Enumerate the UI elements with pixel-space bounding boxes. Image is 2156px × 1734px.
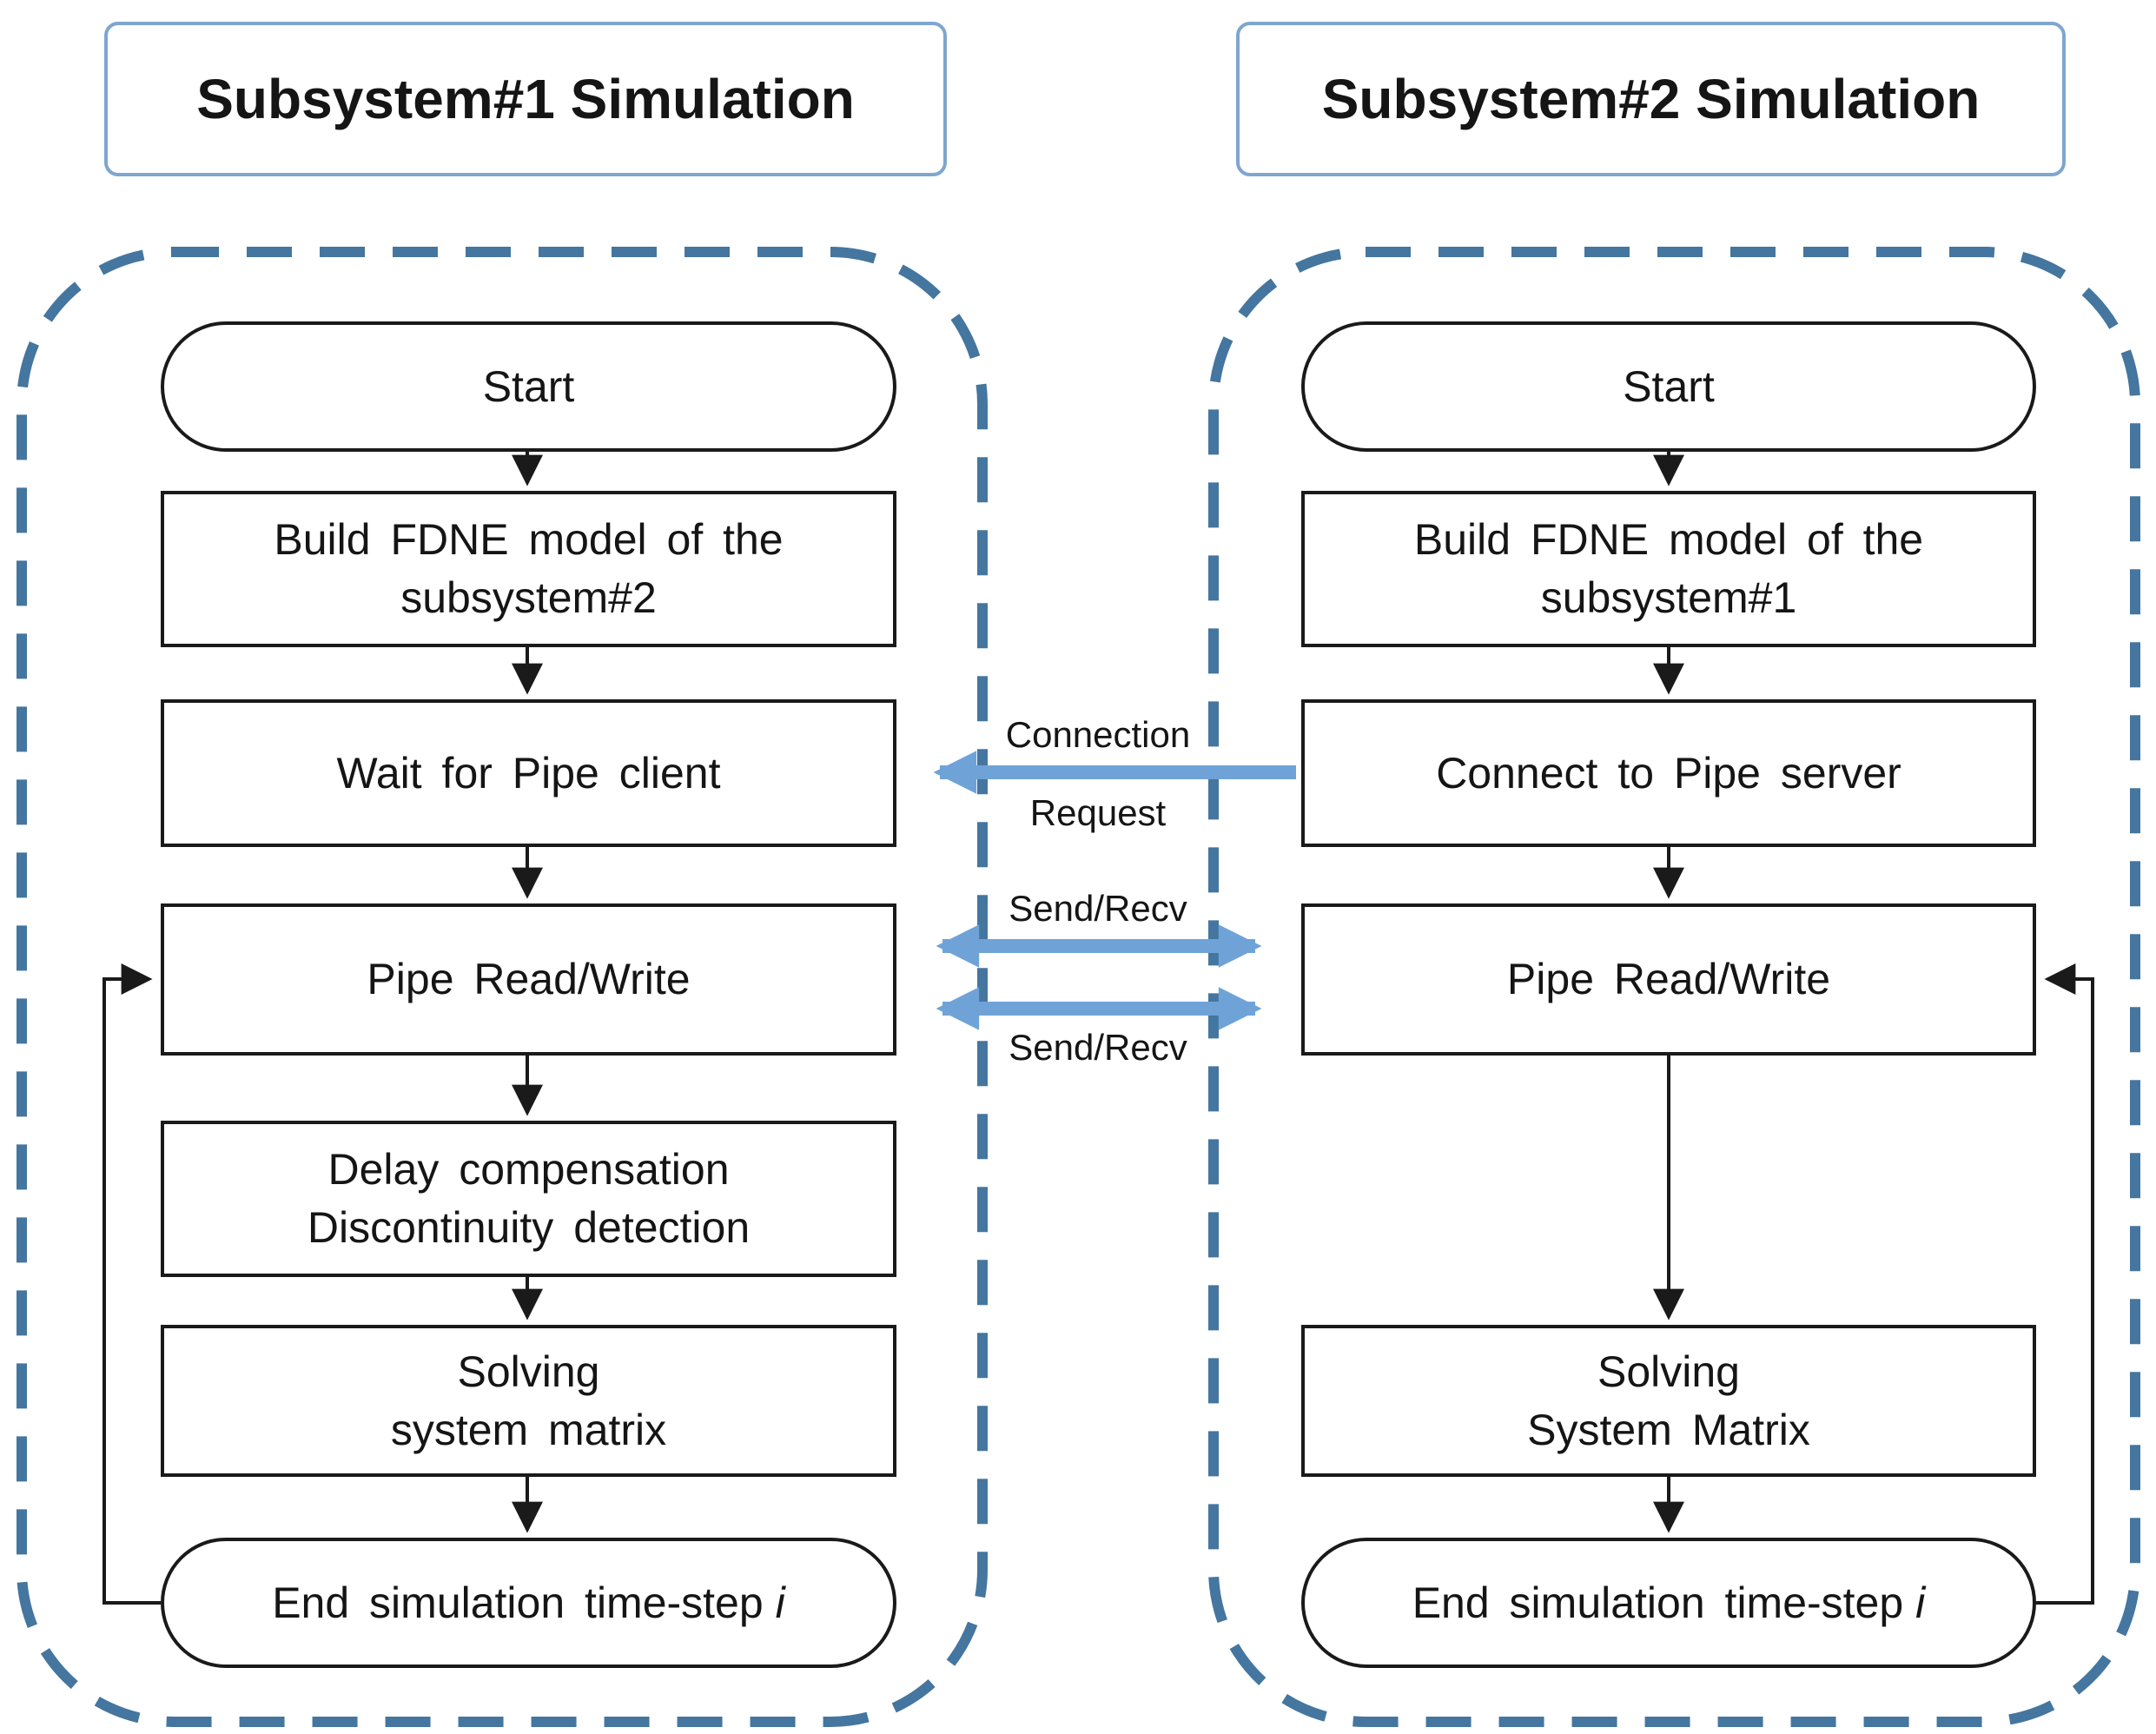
label-connection: Connection	[1005, 714, 1191, 755]
node-left-delay-compensation: Delay compensation Discontinuity detecti…	[161, 1121, 896, 1277]
node-right-end-timestep: End simulation time-step i	[1301, 1538, 2036, 1668]
node-left-end-label: End simulation time-step	[272, 1578, 764, 1627]
subsystem1-title-label: Subsystem#1 Simulation	[196, 68, 855, 130]
subsystem2-title: Subsystem#2 Simulation	[1236, 22, 2066, 176]
node-right-build-line1: Build FDNE model of the	[1413, 515, 1924, 564]
node-left-wait-pipe-client: Wait for Pipe client	[161, 699, 896, 847]
subsystem1-title: Subsystem#1 Simulation	[104, 22, 947, 176]
loop-arrow-left	[103, 963, 161, 1605]
node-left-delay-line1: Delay compensation	[327, 1145, 730, 1194]
node-right-connect-label: Connect to Pipe server	[1436, 748, 1901, 798]
node-right-end-iterator: i	[1915, 1578, 1926, 1627]
node-right-solving-matrix: Solving System Matrix	[1301, 1325, 2036, 1477]
subsystem2-panel-border	[1208, 247, 2140, 1727]
node-right-end-label: End simulation time-step	[1412, 1578, 1904, 1627]
node-left-solve-line1: Solving	[457, 1347, 600, 1396]
node-right-solve-line2: System Matrix	[1527, 1405, 1810, 1454]
label-send-recv-bottom: Send/Recv	[1009, 1027, 1187, 1068]
node-right-start: Start	[1301, 321, 2036, 452]
node-right-pipe-read-write: Pipe Read/Write	[1301, 903, 2036, 1056]
node-right-build-line2: subsystem#1	[1540, 573, 1797, 622]
node-left-solve-line2: system matrix	[390, 1405, 667, 1454]
node-left-start-label: Start	[482, 361, 575, 411]
label-send-recv-top: Send/Recv	[1009, 888, 1187, 929]
node-right-connect-pipe-server: Connect to Pipe server	[1301, 699, 2036, 847]
subsystem1-panel-border	[17, 247, 988, 1727]
node-right-pipe-label: Pipe Read/Write	[1506, 955, 1831, 1003]
subsystem2-title-label: Subsystem#2 Simulation	[1321, 68, 1981, 130]
node-left-build-line2: subsystem#2	[400, 573, 657, 622]
node-right-start-label: Start	[1623, 361, 1715, 411]
node-left-delay-line2: Discontinuity detection	[307, 1203, 751, 1252]
node-left-build-line1: Build FDNE model of the	[274, 515, 784, 564]
node-left-start: Start	[161, 321, 896, 452]
label-request: Request	[1029, 792, 1167, 833]
node-left-wait-label: Wait for Pipe client	[336, 748, 721, 798]
node-left-end-timestep: End simulation time-step i	[161, 1538, 896, 1668]
node-left-pipe-read-write: Pipe Read/Write	[161, 903, 896, 1056]
node-left-end-iterator: i	[775, 1578, 785, 1627]
node-right-solve-line1: Solving	[1597, 1347, 1740, 1396]
node-left-solving-matrix: Solving system matrix	[161, 1325, 896, 1477]
loop-arrow-right	[2036, 963, 2094, 1605]
node-left-build-fdne: Build FDNE model of the subsystem#2	[161, 491, 896, 647]
node-left-pipe-label: Pipe Read/Write	[367, 955, 691, 1003]
node-right-build-fdne: Build FDNE model of the subsystem#1	[1301, 491, 2036, 647]
